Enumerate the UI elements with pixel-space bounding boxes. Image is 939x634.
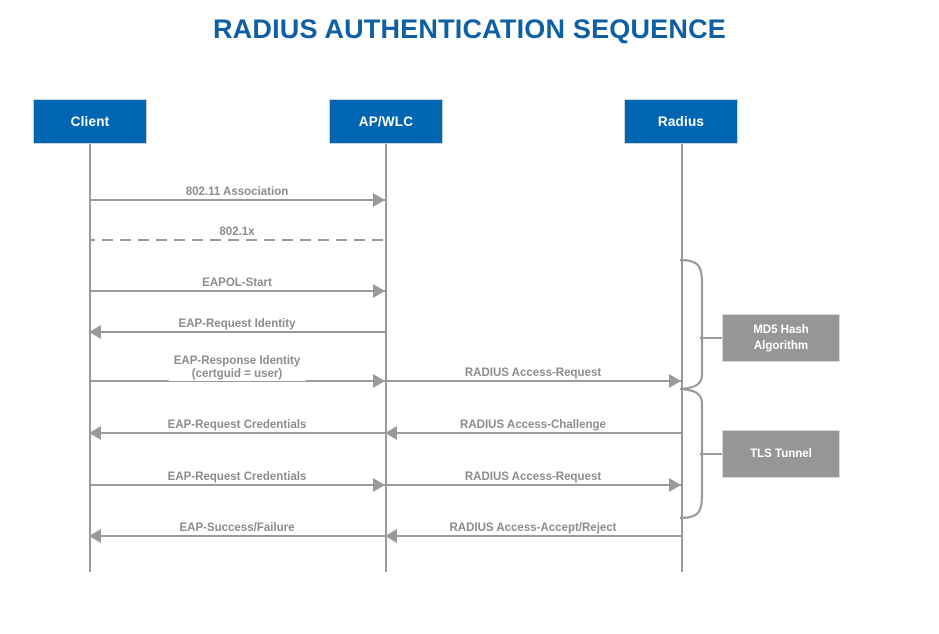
message-line xyxy=(89,199,385,201)
note-box-tls-tunnel[interactable]: TLS Tunnel xyxy=(722,430,840,478)
note-label-md5: MD5 Hash Algorithm xyxy=(753,322,809,354)
message-eap-response-identity[interactable]: EAP-Response Identity (certguid = user) xyxy=(89,355,385,391)
message-label: EAP-Request Credentials xyxy=(162,419,312,432)
message-line xyxy=(385,484,681,486)
message-802-1x[interactable]: 802.1x xyxy=(89,226,385,250)
arrowhead-right-icon xyxy=(373,284,385,298)
lifeline-radius xyxy=(681,144,683,572)
message-radius-access-request-2[interactable]: RADIUS Access-Request xyxy=(385,471,681,495)
arrowhead-left-icon xyxy=(385,529,397,543)
message-line xyxy=(385,432,681,434)
actor-label-client: Client xyxy=(70,114,110,129)
message-line xyxy=(89,290,385,292)
message-label: 802.11 Association xyxy=(180,186,294,199)
note-connector-md5 xyxy=(700,337,723,339)
actor-label-radius: Radius xyxy=(657,114,705,129)
message-line-dash-dot xyxy=(89,239,385,241)
message-eapol-start[interactable]: EAPOL-Start xyxy=(89,277,385,301)
note-box-md5-hash-algorithm[interactable]: MD5 Hash Algorithm xyxy=(722,314,840,362)
message-label-line2: (certguid = user) xyxy=(191,368,283,380)
message-label: EAPOL-Start xyxy=(197,277,277,290)
message-label: EAP-Request Credentials xyxy=(162,471,312,484)
message-label-line1: EAP-Response Identity xyxy=(173,355,301,367)
message-line xyxy=(89,380,385,382)
arrowhead-right-icon xyxy=(373,193,385,207)
actor-box-ap-wlc[interactable]: AP/WLC xyxy=(329,99,443,144)
arrowhead-left-icon xyxy=(89,426,101,440)
note-label-md5-line1: MD5 Hash xyxy=(753,324,809,336)
message-802-11-association[interactable]: 802.11 Association xyxy=(89,186,385,210)
message-label: EAP-Response Identity (certguid = user) xyxy=(168,355,306,381)
message-label: RADIUS Access-Challenge xyxy=(455,419,611,432)
actor-box-client[interactable]: Client xyxy=(33,99,147,144)
actor-box-radius[interactable]: Radius xyxy=(624,99,738,144)
arrowhead-left-icon xyxy=(385,426,397,440)
lifeline-client xyxy=(89,144,91,572)
message-eap-request-identity[interactable]: EAP-Request Identity xyxy=(89,318,385,342)
arrowhead-right-icon xyxy=(669,478,681,492)
message-eap-request-credentials-2[interactable]: EAP-Request Credentials xyxy=(89,471,385,495)
message-label: RADIUS Access-Request xyxy=(459,471,607,484)
note-connector-tls xyxy=(700,453,723,455)
message-line xyxy=(385,535,681,537)
message-label: EAP-Success/Failure xyxy=(174,522,300,535)
arrowhead-left-icon xyxy=(89,325,101,339)
page-title: RADIUS AUTHENTICATION SEQUENCE xyxy=(212,14,726,44)
arrowhead-left-icon xyxy=(89,529,101,543)
message-radius-access-challenge[interactable]: RADIUS Access-Challenge xyxy=(385,419,681,443)
message-eap-success-failure[interactable]: EAP-Success/Failure xyxy=(89,522,385,546)
note-label-tls: TLS Tunnel xyxy=(750,448,812,460)
arrowhead-right-icon xyxy=(373,374,385,388)
message-radius-access-request-1[interactable]: RADIUS Access-Request xyxy=(385,367,681,391)
message-line xyxy=(89,535,385,537)
arrowhead-right-icon xyxy=(669,374,681,388)
message-label: 802.1x xyxy=(214,226,260,239)
message-eap-request-credentials-1[interactable]: EAP-Request Credentials xyxy=(89,419,385,443)
grouping-brace-icon xyxy=(679,258,704,520)
message-line xyxy=(385,380,681,382)
message-line xyxy=(89,432,385,434)
message-line xyxy=(89,484,385,486)
message-label: RADIUS Access-Accept/Reject xyxy=(444,522,622,535)
message-radius-access-accept-reject[interactable]: RADIUS Access-Accept/Reject xyxy=(385,522,681,546)
note-label-md5-line2: Algorithm xyxy=(753,340,809,352)
message-line xyxy=(89,331,385,333)
actor-label-ap-wlc: AP/WLC xyxy=(358,114,414,129)
message-label: RADIUS Access-Request xyxy=(459,367,607,380)
message-label: EAP-Request Identity xyxy=(173,318,301,331)
lifeline-ap-wlc xyxy=(385,144,387,572)
arrowhead-right-icon xyxy=(373,478,385,492)
